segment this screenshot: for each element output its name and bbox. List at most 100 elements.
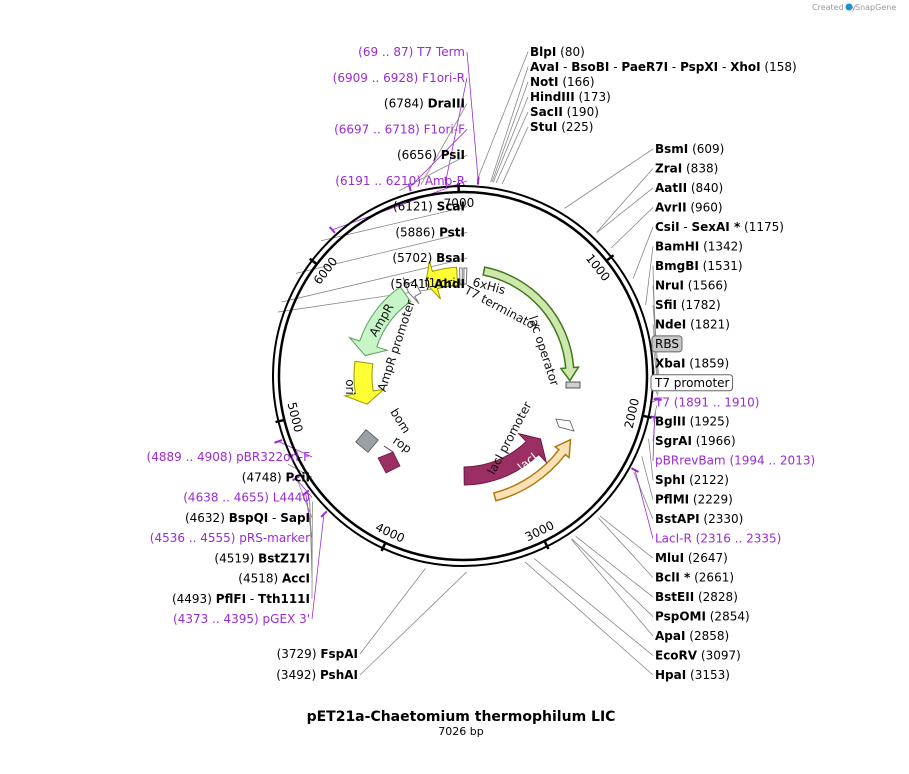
site-label-part: BstAPI [655,512,700,526]
site-label-text: SfiI (1782) [655,298,721,312]
site-label-part: AccI [282,572,310,586]
site-label-69-87-l0: (69 .. 87) T7 Term [358,45,465,59]
site-label-6784-l2: (6784) DraIII [384,97,465,111]
feature-6xhis [463,267,468,285]
site-label-csii-r4: CsiI - SexAI * (1175) [655,220,784,234]
site-label-bamhi-r5: BamHI (1342) [655,239,743,253]
label-leader [311,514,325,620]
site-label-text: (6909 .. 6928) F1ori-R [333,71,465,85]
site-label-part: (173) [575,90,611,104]
site-label-part: - [718,60,730,74]
backbone [272,185,654,567]
site-label-part: (5641) [390,277,434,291]
site-label-part: (1925) [686,415,730,429]
site-label-text: HpaI (3153) [655,668,730,682]
site-label-sfii-r8: SfiI (1782) [655,298,721,312]
tick-mark [641,414,652,419]
primer-mark [301,489,310,497]
site-label-text: EcoRV (3097) [655,649,741,663]
site-label-text: (4536 .. 4555) pRS-marker [150,531,310,545]
feature-ampr [347,286,412,357]
site-label-part: (4638 .. 4655) [183,491,269,505]
site-label-part: (4889 .. 4908) [147,450,233,464]
site-label-part: (4493) [172,592,216,606]
site-label-part: pBRrevBam [655,454,726,468]
site-label-5641-l9: (5641) AhdI [390,277,465,291]
bom-box [355,429,379,453]
site-label-ndei-r9: NdeI (1821) [655,317,730,331]
site-label-blpi-r0: BlpI (80) [530,45,585,59]
site-label-text: (4638 .. 4655) L4440 [183,491,310,505]
site-label-part: (3492) [276,668,320,682]
primer-mark [328,226,336,234]
site-label-part: PflFI [216,592,246,606]
site-label-part: (2854) [706,610,750,624]
site-label-part: T7 Term [413,45,465,59]
site-label-part: - [268,511,280,525]
site-label-text: AvaI - BsoBI - PaeR7I - PspXI - XhoI (15… [530,60,797,74]
site-label-mlui-r21: MluI (2647) [655,551,728,565]
label-leader [309,498,313,579]
site-label-part: NruI [655,278,684,292]
site-label-part: SphI [655,473,685,487]
site-label-part: SacII [530,105,563,119]
site-label-part: (190) [563,105,599,119]
site-label-avrii-r3: AvrII (960) [655,200,723,214]
site-label-part: (1994 .. 2013) [726,454,816,468]
tick-mark [275,418,286,424]
site-label-part: BstZ17I [258,551,310,565]
site-label-part: SgrAI [655,434,692,448]
site-label-6697-6718-l3: (6697 .. 6718) F1ori-F [334,122,465,136]
site-label-part: - [668,60,680,74]
primer-mark [274,439,283,444]
site-label-part: (1531) [699,259,743,273]
site-label-6909-6928-l1: (6909 .. 6928) F1ori-R [333,71,465,85]
site-label-text: AvrII (960) [655,200,723,214]
label-leader [445,77,468,181]
label-leader [409,129,468,188]
site-label-part: (6191 .. 6210) [335,174,421,188]
label-leader [295,232,468,274]
label-leader [359,568,426,655]
site-label-text: RBS [655,337,679,351]
label-leader [491,81,529,183]
lac-operator-box [565,381,581,389]
site-label-4536-4555-l4: (4536 .. 4555) pRS-marker [150,531,310,545]
site-label-part: AhdI [434,277,465,291]
site-label-part: (2316 .. 2335) [692,532,782,546]
primer-mark [653,398,662,401]
feature-label-f1-ori: f1 ori [424,276,455,290]
label-leader [476,51,529,181]
site-label-part: HpaI [655,668,686,682]
site-label-text: (6784) DraIII [384,97,465,111]
plasmid-title: pET21a-Chaetomium thermophilum LIC [307,709,616,725]
site-label-text: pBRrevBam (1994 .. 2013) [655,454,815,468]
site-label-part: XbaI [655,356,685,370]
site-label-text: (3492) PshAI [276,668,358,682]
site-label-part: (1966) [692,434,736,448]
site-label-pbrrevbam-r16: pBRrevBam (1994 .. 2013) [655,454,815,468]
site-label-part: pGEX 3' [259,612,310,626]
site-label-part: LacI-R [655,532,692,546]
site-label-4518-l6: (4518) AccI [238,572,310,586]
site-label-part: PspXI [680,60,718,74]
site-label-part: NdeI [655,317,686,331]
site-label-part: AvaI [530,60,559,74]
site-label-part: F1ori-R [418,71,465,85]
site-label-part: (1342) [699,239,743,253]
label-leader [596,187,654,234]
site-label-text: T7 (1891 .. 1910) [654,395,759,409]
site-label-sphi-r17: SphI (2122) [655,473,729,487]
site-label-text: LacI-R (2316 .. 2335) [655,532,781,546]
site-label-part: BsmI [655,142,688,156]
site-label-part: BmgBI [655,259,699,273]
site-label-pspomi-r24: PspOMI (2854) [655,610,750,624]
site-label-part: (166) [559,75,595,89]
site-label-text: PflMI (2229) [655,493,733,507]
label-leader [501,126,529,185]
site-label-text: (5641) AhdI [390,277,465,291]
site-label-part: (3729) [277,647,321,661]
site-label-text: StuI (225) [530,120,593,134]
small-elements [355,381,581,474]
